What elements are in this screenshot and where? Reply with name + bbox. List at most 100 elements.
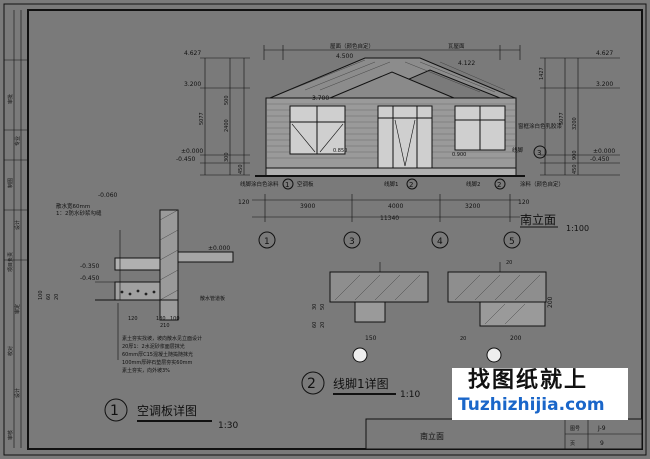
detail-level: -0.060 — [98, 192, 118, 199]
dim-text: 5077 — [559, 112, 565, 125]
callout-num: 3 — [537, 149, 541, 157]
dim-text: 2400 — [224, 119, 230, 132]
detail-ac-slab: 散水宽60mm 1：2防水砂浆勾缝 -0.060 ±0.000 -0.350 -… — [38, 192, 238, 431]
detail2-dims: 60 20 150 200 20 200 20 30 50 — [312, 260, 554, 342]
top-level-label: 4.122 — [458, 60, 475, 67]
outer-border — [3, 3, 647, 456]
callout-text: 空调板 — [297, 180, 314, 188]
sheet-no: J-9 — [597, 425, 606, 432]
callout-num: 2 — [409, 181, 413, 189]
roof-note: 屋面（颜色自定） — [330, 42, 374, 50]
detail-title: 空调板详图 — [137, 403, 197, 418]
detail-num: 2 — [307, 376, 316, 392]
dim-text: 300 — [224, 152, 230, 162]
callout-text: 线脚 — [512, 146, 524, 154]
svg-text:100: 100 — [38, 290, 44, 300]
axis-label: 5 — [509, 237, 515, 247]
side-label: 项目负责 — [7, 252, 14, 272]
detail-note: 散水宽60mm — [56, 202, 90, 210]
svg-text:200: 200 — [547, 296, 554, 308]
axis-label: 1 — [264, 237, 270, 247]
drawing-name: 南立面 — [420, 431, 444, 441]
svg-text:200: 200 — [510, 335, 522, 342]
level-label: -0.450 — [590, 156, 610, 163]
svg-text:150: 150 — [365, 335, 377, 342]
dim-text: 1427 — [539, 67, 545, 80]
side-label: 设计 — [14, 388, 21, 398]
side-label: 审核 — [7, 430, 14, 440]
detail1-dims: 100 60 20 120 180 100 210 — [38, 290, 180, 329]
callout-text: 线脚2 — [466, 180, 481, 188]
detail-num: 1 — [110, 403, 119, 419]
level-label: -0.450 — [176, 156, 196, 163]
svg-text:60: 60 — [46, 294, 52, 300]
axis-label: 3 — [349, 237, 355, 247]
side-label: 审定 — [14, 304, 21, 314]
dim-text: 5077 — [199, 112, 205, 125]
end-dim: 120 — [518, 199, 530, 206]
side-label: 校对 — [7, 346, 14, 356]
axis-bubbles: 1 3 4 5 — [258, 231, 521, 249]
svg-text:20: 20 — [320, 322, 326, 328]
axis-label: 4 — [437, 237, 443, 247]
window-level: 0.900 — [452, 152, 466, 158]
detail-level: -0.350 — [80, 263, 100, 270]
bay-dim: 3200 — [465, 203, 480, 210]
page-no: 9 — [600, 440, 604, 447]
dim-text: 450 — [238, 164, 244, 174]
dim-text: 500 — [224, 95, 230, 105]
legend-line: 20厚1：2水泥砂浆面层抹光 — [122, 343, 185, 350]
detail-molding: 60 20 150 200 20 200 20 30 50 2 线脚1详图 1:… — [301, 260, 554, 400]
legend-line: 素土夯实，向外坡3% — [122, 367, 170, 374]
watermark-line1: 找图纸就上 — [468, 368, 589, 393]
side-label: 设计 — [14, 220, 21, 230]
right-note: 窗框涂白色乳胶漆 — [518, 122, 563, 130]
entry-door — [377, 105, 433, 169]
detail-note: 1：2防水砂浆勾缝 — [56, 209, 102, 217]
callout-num: 1 — [285, 181, 289, 189]
legend-line: 素土夯实找坡，坡向散水见立面设计 — [122, 335, 202, 342]
svg-text:20: 20 — [506, 260, 512, 266]
base-note: 线脚涂白色涂料 — [240, 180, 279, 188]
dim-text: 3200 — [572, 117, 578, 130]
sheet-label: 图号 — [570, 426, 580, 432]
end-dim: 120 — [238, 199, 250, 206]
window-left — [289, 105, 346, 155]
side-note: 散水管道板 — [200, 295, 225, 302]
detail-scale: 1:10 — [400, 390, 420, 400]
plinth — [265, 167, 517, 177]
watermark: 找图纸就上 Tuzhizhijia.com — [452, 368, 628, 420]
legend-line: 60mm厚C15混凝土随捣随抹光 — [122, 351, 193, 358]
level-label: ±0.000 — [593, 148, 615, 155]
svg-text:30: 30 — [312, 304, 318, 310]
svg-text:120: 120 — [128, 316, 138, 322]
callout-num: 2 — [497, 181, 501, 189]
level-label: 4.627 — [184, 50, 201, 57]
elevation-title: 南立面 — [520, 212, 556, 227]
callout-text: 线脚1 — [384, 180, 399, 188]
top-level-label: 4.500 — [336, 53, 353, 60]
level-label: ±0.000 — [181, 148, 203, 155]
detail-scale: 1:30 — [218, 421, 238, 431]
watermark-line2: Tuzhizhijia.com — [458, 395, 605, 415]
detail-title: 线脚1详图 — [333, 376, 389, 391]
total-dim: 11340 — [380, 215, 399, 222]
title-block: 南立面 图号 J-9 页 9 — [365, 418, 643, 450]
dim-text: 450 — [572, 164, 578, 174]
level-label: 3.200 — [184, 81, 201, 88]
window-right — [454, 105, 506, 151]
detail1-legend: 素土夯实找坡，坡向散水见立面设计 20厚1：2水泥砂浆面层抹光 60mm厚C15… — [117, 303, 202, 374]
ridge-note: 瓦屋面 — [448, 43, 465, 50]
level-label: 4.627 — [596, 50, 613, 57]
side-label: 专业 — [14, 136, 21, 146]
svg-text:210: 210 — [160, 323, 170, 329]
detail-level: ±0.000 — [208, 245, 230, 252]
dim-text: 900 — [572, 150, 578, 160]
elevation-scale: 1:100 — [566, 224, 589, 233]
bay-dim: 4000 — [388, 203, 403, 210]
level-label: 3.200 — [596, 81, 613, 88]
svg-text:180: 180 — [156, 316, 166, 322]
legend-line: 100mm厚碎石垫层夯实60mm — [122, 359, 193, 366]
